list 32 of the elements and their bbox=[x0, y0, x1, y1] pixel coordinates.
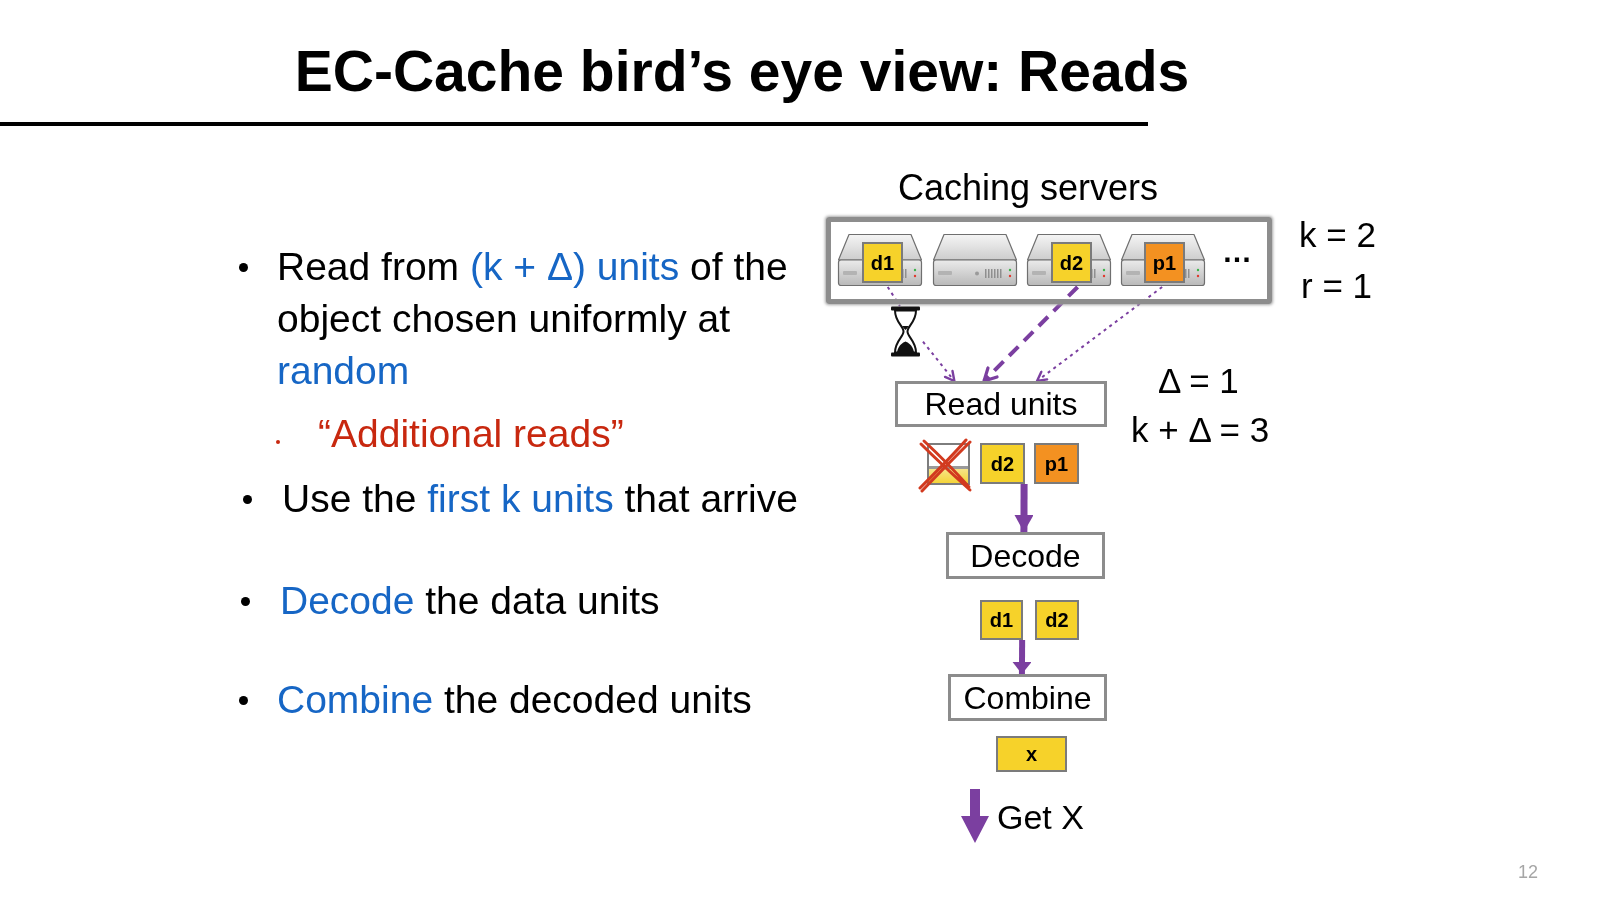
sub-bullet-text: “Additional reads” bbox=[318, 411, 624, 457]
connector-line bbox=[886, 286, 901, 307]
parameter-label: Δ = 1 bbox=[1158, 361, 1239, 401]
group-heading: Caching servers bbox=[898, 167, 1159, 209]
process-box: Decode bbox=[946, 532, 1105, 579]
slide-title: EC-Cache bird’s eye view: Reads bbox=[294, 38, 1190, 105]
data-unit-tile: p1 bbox=[1034, 443, 1079, 484]
bullet-text: Use the first k units that arrive bbox=[282, 476, 798, 522]
process-box: Read units bbox=[895, 381, 1107, 427]
server-icon bbox=[932, 233, 1018, 287]
arrow bbox=[1015, 484, 1033, 532]
data-unit-tile: d2 bbox=[980, 443, 1025, 484]
bullet-text: Combine the decoded units bbox=[277, 677, 752, 723]
process-box: Combine bbox=[948, 674, 1107, 721]
ellipsis-text: … bbox=[1222, 234, 1252, 270]
parameter-label: k + Δ = 3 bbox=[1131, 410, 1270, 450]
output-label: Get X bbox=[997, 797, 1084, 837]
data-unit-tile: d2 bbox=[1035, 600, 1079, 640]
bullet-text: Decode the data units bbox=[280, 578, 660, 624]
dashed-arrow bbox=[922, 340, 956, 383]
bullet-text: Read from (k + Δ) units of the object chosen uniformly at random bbox=[277, 244, 789, 394]
data-unit-tile: d2 bbox=[1051, 242, 1092, 283]
data-unit-tile: d1 bbox=[862, 242, 903, 283]
page-number: 12 bbox=[1518, 861, 1539, 883]
dashed-arrow bbox=[982, 285, 1079, 383]
data-unit-tile: p1 bbox=[1144, 242, 1185, 283]
parameter-label: k = 2 bbox=[1299, 215, 1376, 255]
parameter-label: r = 1 bbox=[1301, 266, 1372, 306]
hourglass-icon bbox=[888, 306, 923, 357]
data-unit-tile: x bbox=[996, 736, 1067, 772]
data-unit-tile: d1 bbox=[980, 600, 1023, 640]
dashed-arrow bbox=[1035, 286, 1164, 383]
